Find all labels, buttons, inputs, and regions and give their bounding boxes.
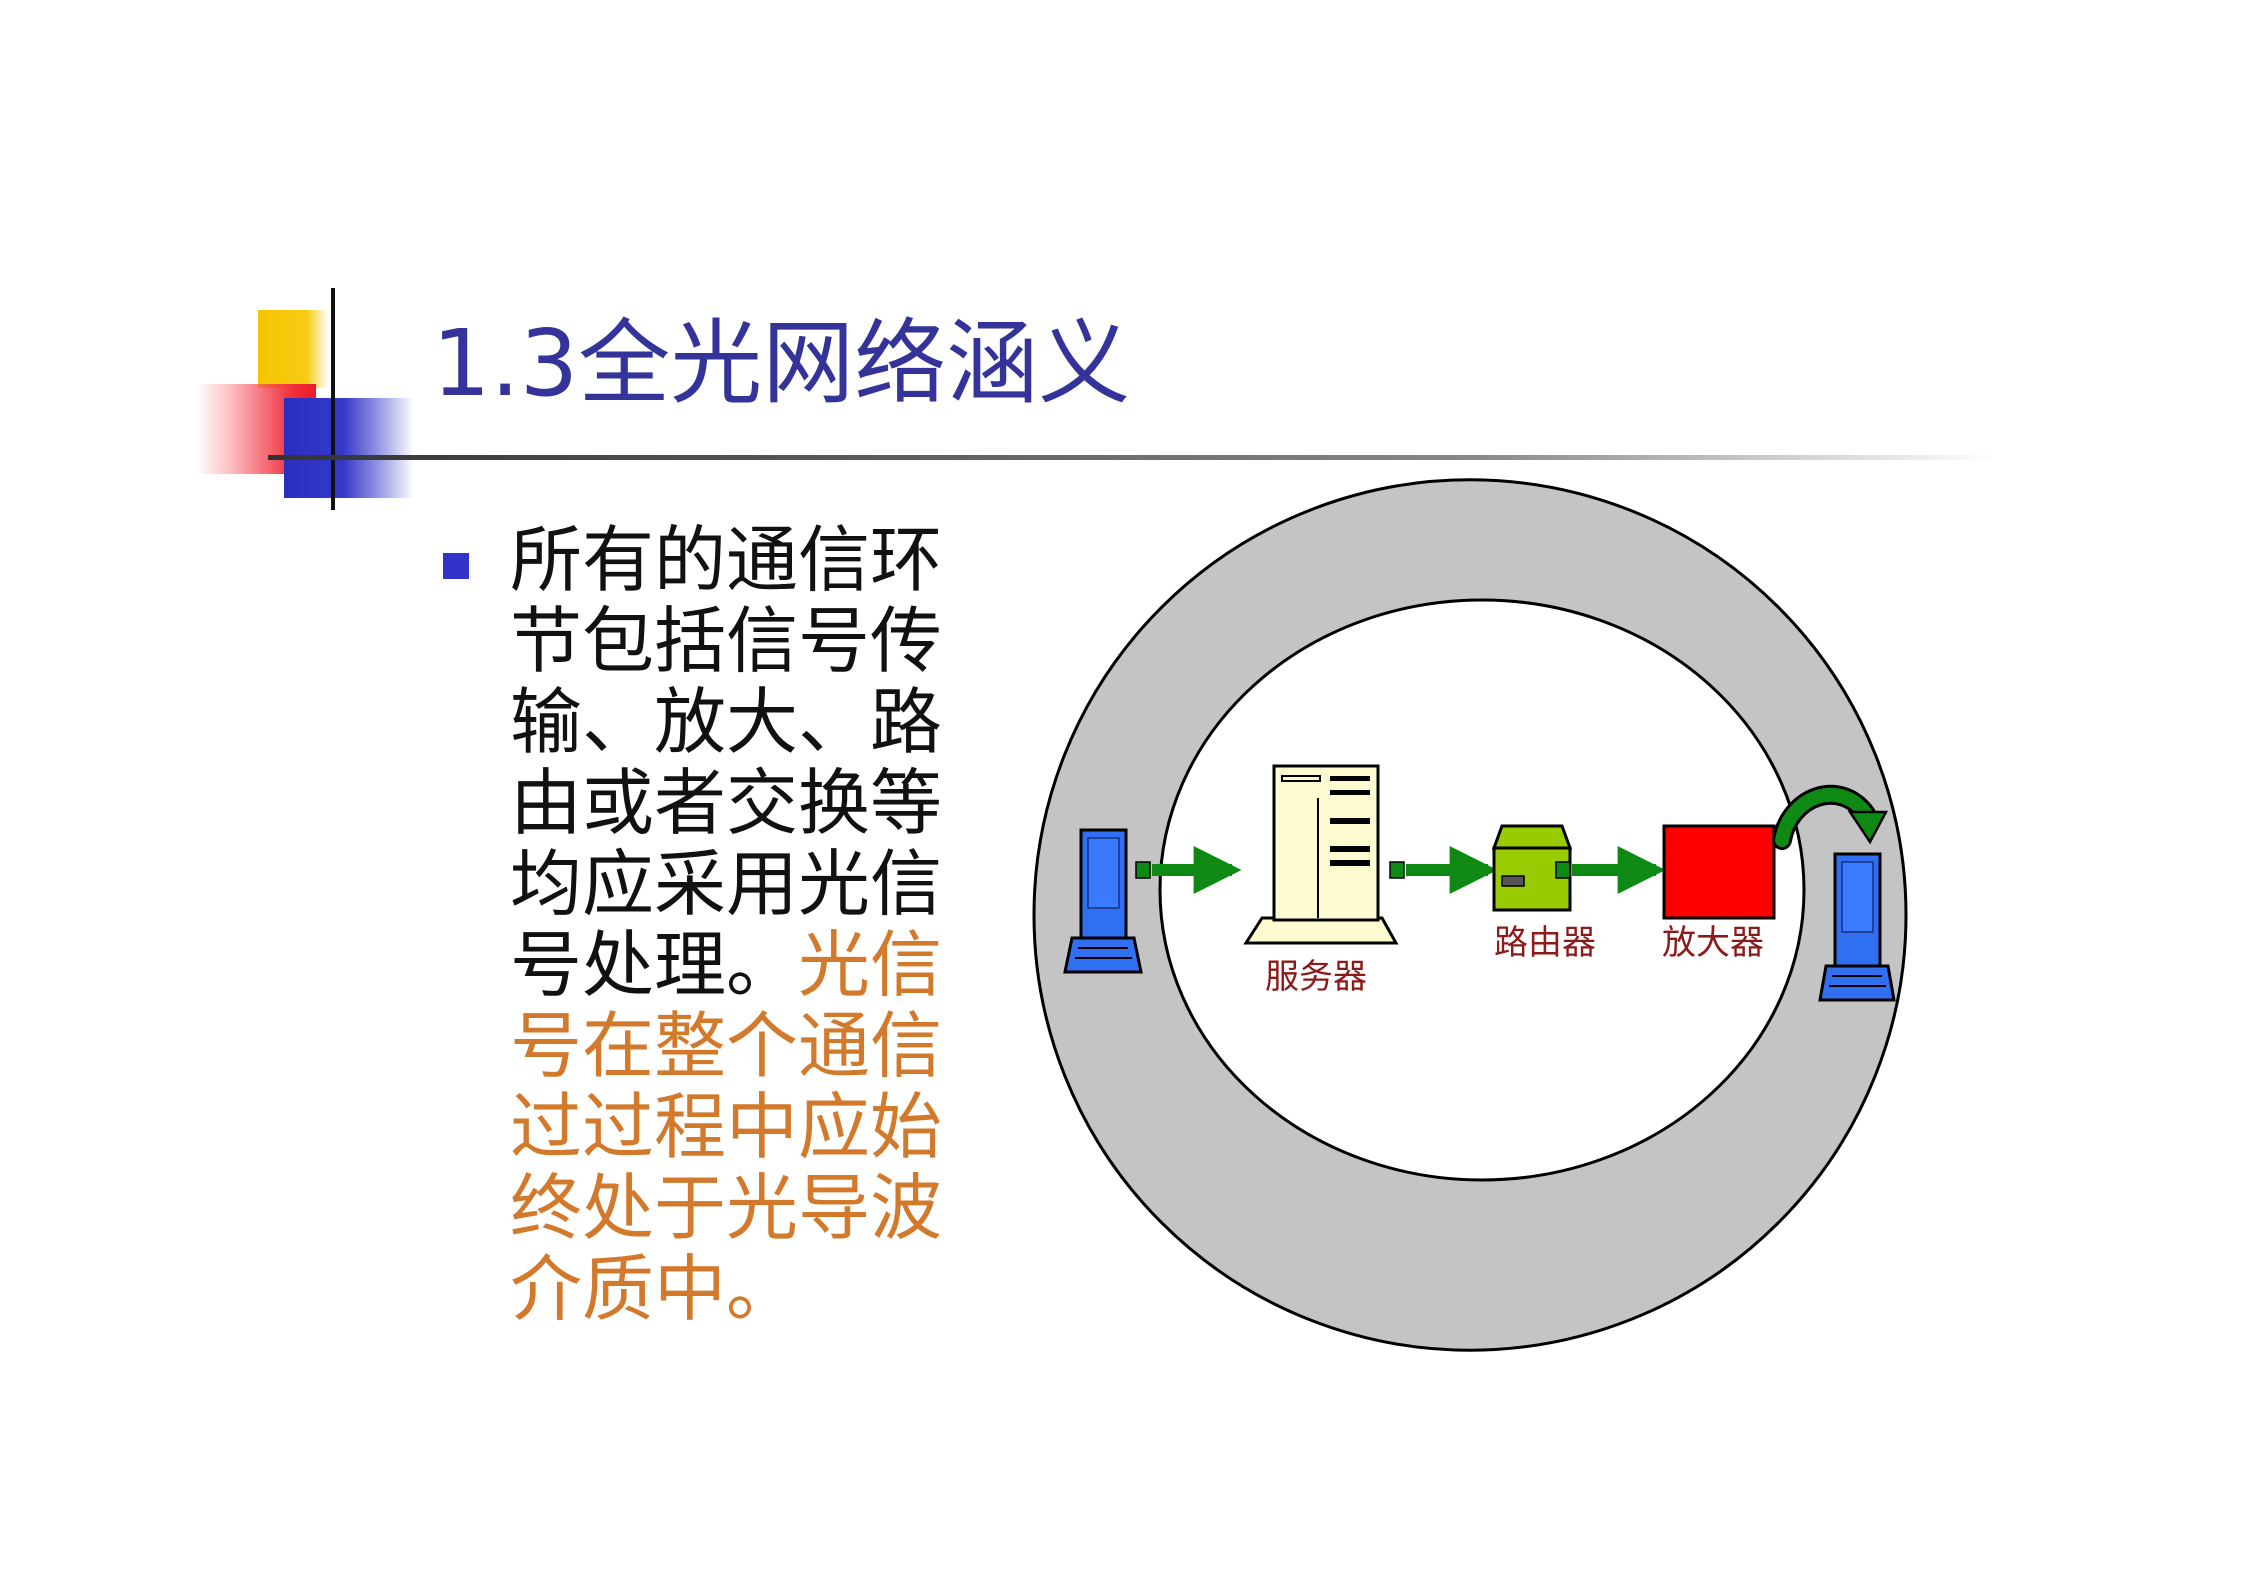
amplifier-icon [1662,824,1776,920]
router-icon [1491,824,1573,912]
computer-icon-right [1818,852,1896,1002]
bullet-text: 所有的通信环节包括信号传输、放大、路由或者交换等均应采用光信号处理。光信号在整个… [510,520,980,1330]
fiber-ring [1032,478,1908,1352]
server-icon [1243,764,1399,945]
bullet-text-orange: 光信号在整个通信过过程中应始终处于光导波介质中。 [510,923,943,1331]
network-diagram: 服务器 路由器 放大器 [1030,478,1920,1363]
server-label: 服务器 [1265,957,1367,997]
bullet-text-black: 所有的通信环节包括信号传输、放大、路由或者交换等均应采用光信号处理。 [510,518,943,1007]
computer-icon-left [1063,828,1143,974]
title-decoration-vertical-line [331,288,335,510]
title-decoration-blue [284,398,414,498]
bullet-icon [443,553,469,579]
curved-arrow-amplifier-to-computer [1772,784,1889,850]
arrow-router-to-amplifier [1555,846,1666,894]
title-decoration-yellow [258,310,328,388]
arrow-computer-to-server [1135,846,1242,894]
arrow-server-to-router [1389,846,1498,894]
title-underline [268,455,1998,460]
amplifier-label: 放大器 [1662,923,1764,963]
slide-title: 1.3全光网络涵义 [432,310,1131,417]
router-label: 路由器 [1494,923,1596,963]
